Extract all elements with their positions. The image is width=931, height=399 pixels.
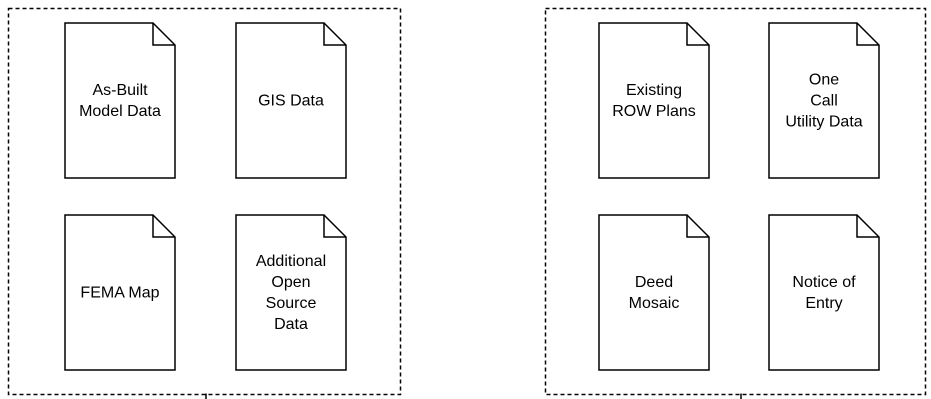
document-fold: [152, 23, 175, 46]
document-gis[interactable]: GIS Data: [235, 22, 347, 179]
document-shape: [598, 214, 710, 371]
group-frame-left: [7, 7, 402, 396]
document-label: FEMA Map: [80, 285, 159, 302]
document-fold: [152, 215, 175, 238]
document-shape: [64, 22, 176, 179]
document-fema[interactable]: FEMA Map: [64, 214, 176, 371]
document-shape: [235, 22, 347, 179]
document-fold: [686, 215, 709, 238]
document-fold: [686, 23, 709, 46]
document-shape: [235, 214, 347, 371]
document-shape: [598, 22, 710, 179]
document-shape: [768, 214, 880, 371]
group-frame-right: [544, 7, 927, 396]
document-fold: [323, 23, 346, 46]
document-fold: [323, 215, 346, 238]
document-fold: [856, 215, 879, 238]
document-label: GIS Data: [258, 93, 324, 110]
document-fold: [856, 23, 879, 46]
document-shape: [64, 214, 176, 371]
document-shape: [768, 22, 880, 179]
